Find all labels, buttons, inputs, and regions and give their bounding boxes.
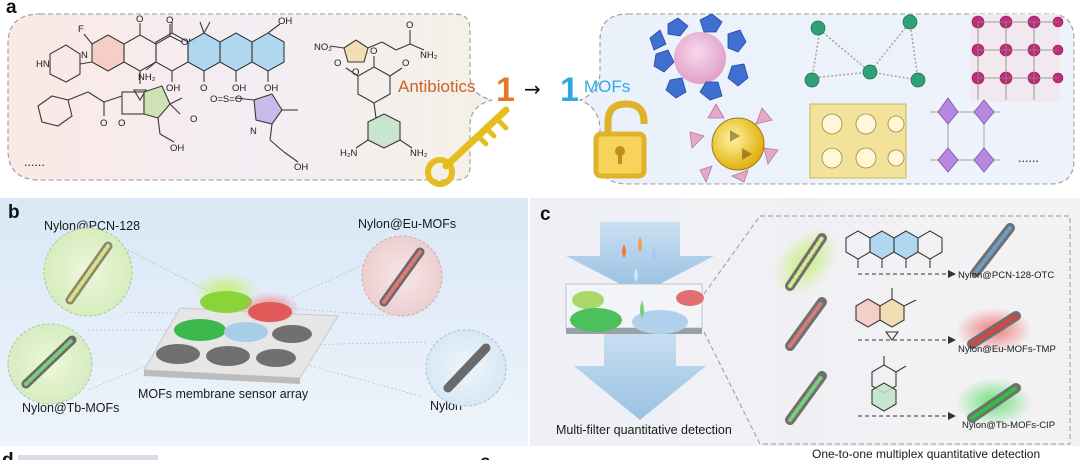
svg-text:OH: OH — [278, 16, 292, 27]
panel-a-letter: a — [6, 0, 17, 18]
svg-text:O: O — [136, 14, 143, 25]
filter-membrane-blue — [632, 310, 688, 334]
svg-text:OH: OH — [294, 162, 308, 173]
membrane-pcn128 — [200, 291, 252, 313]
antibiotics-ellipsis: ...... — [24, 155, 45, 169]
filter-membrane-red — [676, 290, 704, 306]
label-nylon-tb-mofs: Nylon@Tb-MOFs — [22, 401, 119, 415]
result-tb-mofs-cip: Nylon@Tb-MOFs-CIP — [962, 420, 1055, 431]
svg-text:F: F — [78, 24, 84, 35]
svg-text:O: O — [166, 15, 173, 26]
svg-text:OH: OH — [232, 83, 246, 94]
mof-structure-yellow-framework — [809, 103, 907, 179]
droplet-green — [640, 300, 644, 318]
svg-text:NH₂: NH₂ — [138, 72, 156, 83]
detection-frame — [760, 215, 1071, 445]
molecule-penicillin: O O OH — [37, 85, 184, 154]
svg-text:OH: OH — [170, 143, 184, 154]
result-eu-mofs-tmp: Nylon@Eu-MOFs-TMP — [958, 344, 1056, 355]
mof-structure-yellow-sphere — [689, 103, 779, 183]
membrane-tb-mofs — [174, 319, 226, 341]
membrane-eu-mofs — [248, 302, 292, 322]
panel-d-strip — [18, 455, 158, 460]
fiber-nylon — [443, 343, 491, 393]
svg-text:O: O — [100, 118, 107, 129]
filter-membrane-tb — [570, 308, 622, 332]
sensor-array-caption: MOFs membrane sensor array — [138, 387, 309, 401]
svg-text:O: O — [406, 20, 413, 31]
molecule-tetracycline: NH₂ OH O OH OH OH — [138, 16, 292, 94]
panel-a: a F OH O O HN N — [6, 0, 1075, 187]
filtration-arrow-icon — [566, 222, 714, 420]
panel-e-letter: e — [480, 452, 491, 460]
svg-text:H₂N: H₂N — [340, 148, 358, 159]
svg-text:NH₂: NH₂ — [420, 50, 438, 61]
mofs-word: MOFs — [584, 77, 630, 96]
droplets-icon — [622, 236, 656, 282]
svg-text:O: O — [334, 58, 341, 69]
antibiotics-word: Antibiotics — [398, 77, 475, 96]
fiber-tb-mofs — [21, 335, 77, 389]
molecule-otc — [845, 230, 943, 268]
ratio-right-number: 1 — [560, 71, 579, 109]
svg-text:O: O — [190, 114, 197, 125]
svg-text:N: N — [81, 50, 88, 61]
one-to-one-arrow: → — [524, 77, 541, 101]
svg-text:O: O — [352, 67, 359, 78]
svg-text:OH: OH — [264, 83, 278, 94]
sensor-array-plate-edge — [144, 370, 300, 384]
svg-text:OH: OH — [166, 83, 180, 94]
label-nylon-pcn128: Nylon@PCN-128 — [44, 219, 140, 233]
filter-membrane-green — [572, 291, 604, 309]
molecule-trimethoprim: O O O H₂N NH₂ — [334, 46, 428, 159]
panel-c-letter: c — [540, 204, 551, 225]
panel-b: b Nylon@PCN-128 Nylon@Eu-MOFs Nylon@Tb-M… — [0, 198, 528, 446]
molecule-nitrofurazone: NO₂ O NH₂ O — [314, 20, 438, 78]
filter-caption: Multi-filter quantitative detection — [556, 423, 732, 437]
multiplex-caption: One-to-one multiplex quantitative detect… — [812, 447, 1040, 460]
membrane-blank-4 — [256, 349, 296, 367]
svg-text:O: O — [402, 58, 409, 69]
key-icon — [425, 106, 510, 187]
panel-c: c Multi-filter quantitative detection — [530, 198, 1080, 460]
label-nylon-eu-mofs: Nylon@Eu-MOFs — [358, 217, 456, 231]
svg-text:O: O — [370, 46, 377, 57]
mof-structure-green-cage — [804, 14, 926, 88]
membrane-blank-1 — [272, 325, 312, 343]
molecule-ciprofloxacin: F OH O O HN N — [36, 14, 195, 102]
mof-structure-purple-pillared — [930, 97, 1000, 173]
svg-text:O: O — [200, 83, 207, 94]
fiber-pcn128 — [65, 241, 113, 305]
molecule-imidazole: O=S=O OH N O — [190, 93, 308, 173]
ratio-left-number: 1 — [496, 71, 515, 109]
svg-text:N: N — [250, 126, 257, 137]
svg-text:O: O — [118, 118, 125, 129]
svg-text:HN: HN — [36, 59, 50, 70]
result-pcn128-otc: Nylon@PCN-128-OTC — [958, 270, 1054, 281]
fiber-eu-mofs — [379, 247, 425, 307]
svg-text:NO₂: NO₂ — [314, 42, 332, 53]
membrane-nylon — [224, 322, 268, 342]
mof-structure-pink-cage — [649, 13, 749, 101]
molecule-cip — [871, 356, 907, 412]
membrane-blank-2 — [156, 344, 200, 364]
molecule-tmp — [855, 288, 917, 341]
panel-b-letter: b — [8, 202, 20, 223]
membrane-blank-3 — [206, 346, 250, 366]
panel-d-letter: d — [2, 450, 14, 460]
open-padlock-icon — [593, 100, 648, 179]
svg-text:O=S=O: O=S=O — [210, 94, 242, 105]
mof-structure-magenta-grid — [970, 14, 1064, 102]
svg-text:NH₂: NH₂ — [410, 148, 428, 159]
mofs-ellipsis: ...... — [1018, 151, 1039, 165]
